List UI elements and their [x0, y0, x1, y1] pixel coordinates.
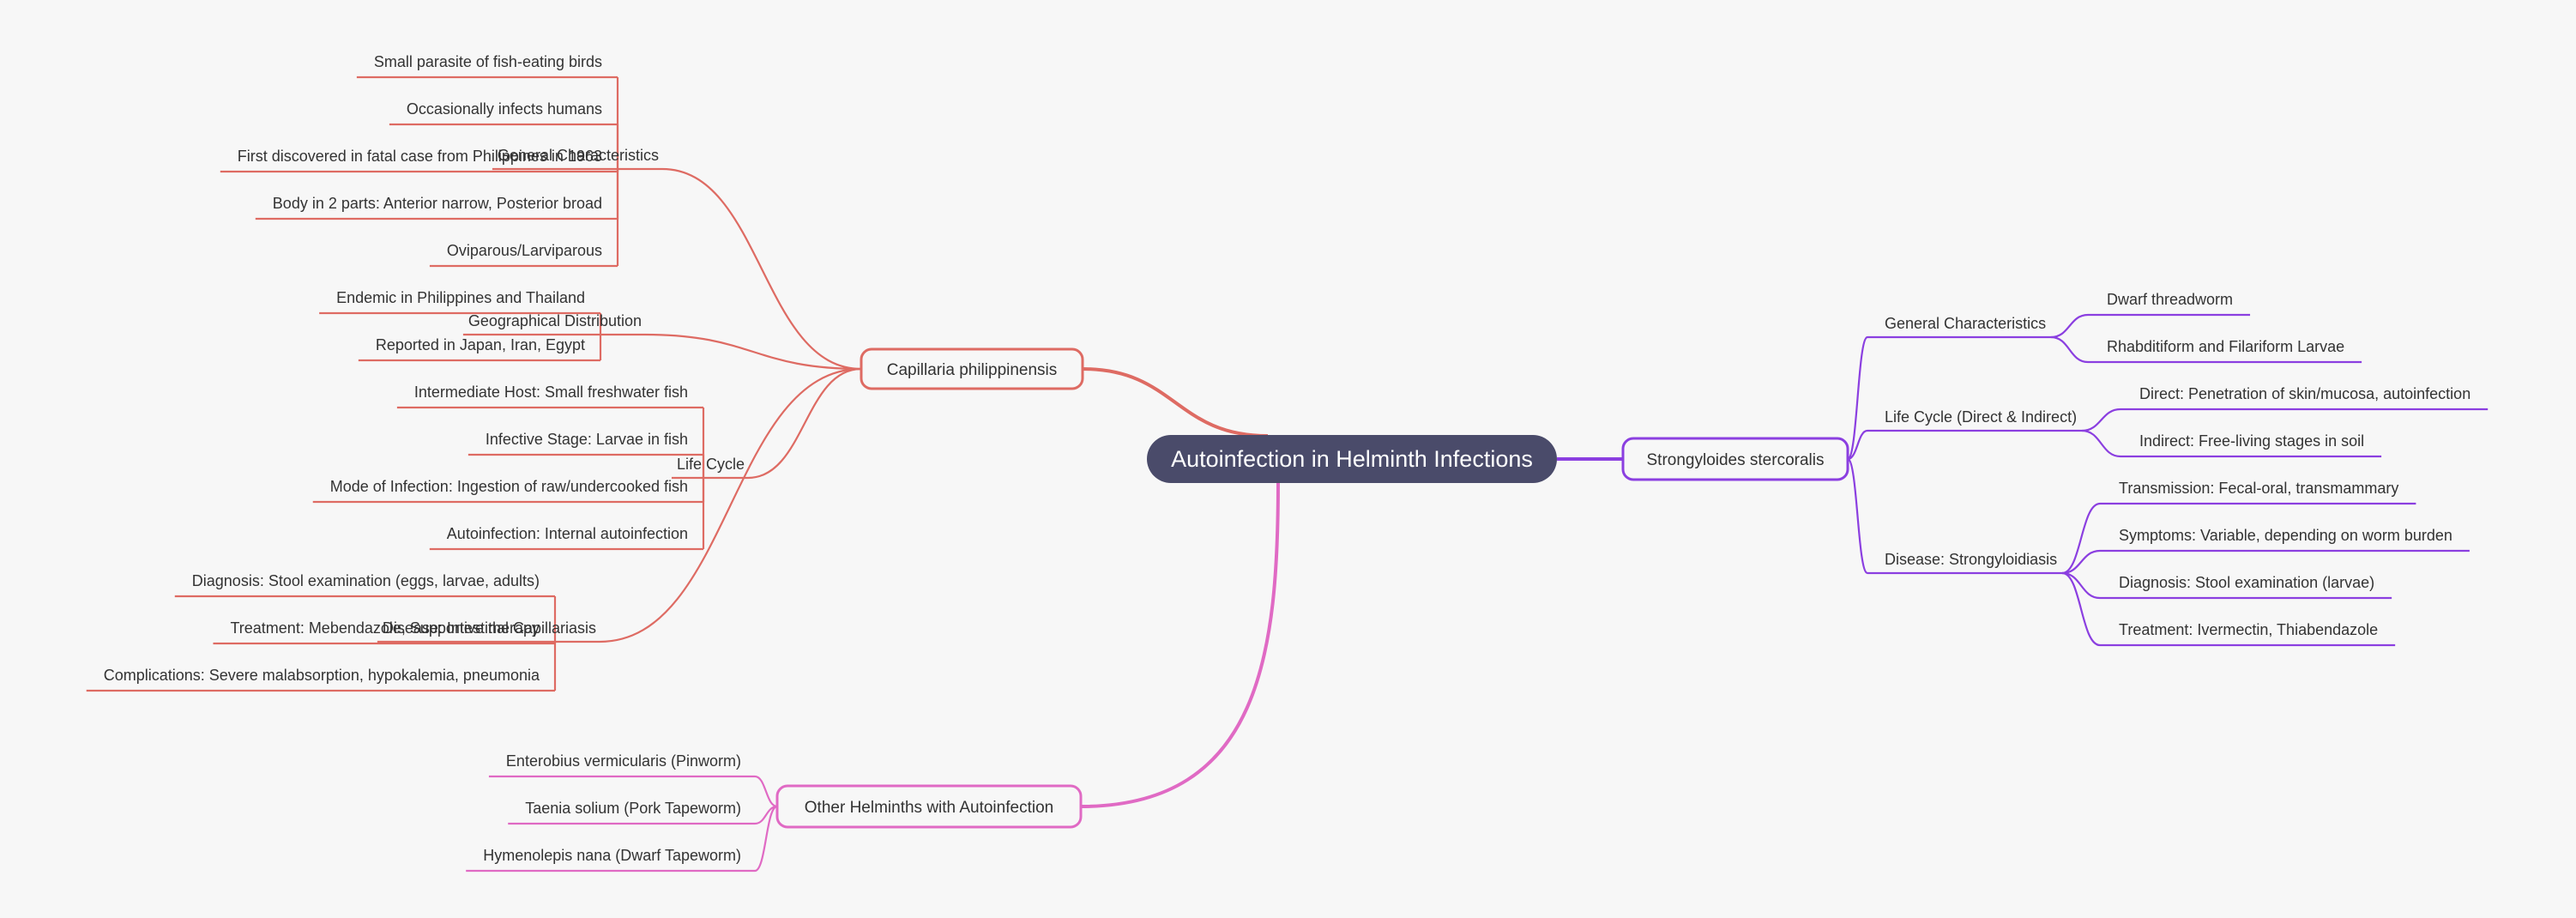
leaf-label: Symptoms: Variable, depending on worm bu…: [2119, 527, 2452, 544]
leaf-label: Diagnosis: Stool examination (eggs, larv…: [192, 572, 540, 589]
leaf-label: Oviparous/Larviparous: [447, 242, 602, 259]
subtopic-connector: [644, 333, 862, 371]
leaf-connector: [2062, 549, 2101, 575]
leaf-label: First discovered in fatal case from Phil…: [238, 148, 602, 165]
leaf-label: Dwarf threadworm: [2107, 291, 2233, 308]
leaf-label: Complications: Severe malabsorption, hyp…: [104, 667, 540, 684]
leaf-label: Reported in Japan, Iran, Egypt: [376, 336, 585, 353]
root-link-capillaria: [1082, 367, 1269, 438]
subtopic-label: Life Cycle (Direct & Indirect): [1885, 408, 2077, 426]
leaf-connector: [2081, 408, 2121, 432]
subtopic-connector: [661, 167, 862, 371]
leaf-label: Infective Stage: Larvae in fish: [486, 431, 688, 448]
leaf-connector: [2081, 429, 2121, 458]
leaf-label: Mode of Infection: Ingestion of raw/unde…: [330, 478, 688, 495]
node-labels: General Characteristics Small parasite of…: [104, 53, 2470, 864]
leaf-label: Taenia solium (Pork Tapeworm): [525, 800, 741, 817]
subtopic-connector: [747, 367, 862, 480]
leaf-connector: [2050, 313, 2089, 339]
subtopic-label: Disease: Intestinal Capillariasis: [383, 619, 596, 637]
root-node-title: Autoinfection in Helminth Infections: [1171, 446, 1533, 472]
leaf-label: Autoinfection: Internal autoinfection: [447, 525, 688, 542]
subtopic-label: General Characteristics: [498, 147, 659, 164]
leaf-label: Rhabditiform and Filariform Larvae: [2107, 338, 2344, 355]
connector-lines: [86, 75, 2489, 873]
leaf-connector: [754, 775, 778, 808]
leaf-label: Intermediate Host: Small freshwater fish: [414, 384, 688, 401]
leaf-connector: [2061, 502, 2101, 575]
leaf-label: Hymenolepis nana (Dwarf Tapeworm): [483, 847, 741, 864]
subtopic-label: Geographical Distribution: [468, 312, 642, 329]
leaf-connector: [2050, 335, 2089, 364]
subtopic-label: General Characteristics: [1885, 315, 2046, 332]
root-link-others: [1080, 480, 1280, 808]
subtopic-connector: [599, 367, 862, 643]
branch-box-capillaria[interactable]: [860, 347, 1084, 390]
leaf-label: Treatment: Mebendazole, Supportive thera…: [230, 619, 540, 637]
leaf-label: Diagnosis: Stool examination (larvae): [2119, 574, 2374, 591]
subtopic-label: Disease: Strongyloidiasis: [1885, 551, 2057, 568]
root-node-box[interactable]: [1147, 435, 1557, 483]
branch-box-others[interactable]: [775, 784, 1083, 829]
root-node[interactable]: Autoinfection in Helminth Infections: [1147, 435, 1557, 483]
branch-label-strongyloides: Strongyloides stercoralis: [1647, 451, 1825, 469]
leaf-label: Transmission: Fecal-oral, transmammary: [2119, 480, 2398, 497]
leaf-label: Endemic in Philippines and Thailand: [336, 289, 585, 306]
branch-label-capillaria: Capillaria philippinensis: [887, 361, 1058, 379]
branch-label-others: Other Helminths with Autoinfection: [805, 799, 1053, 817]
leaf-label: Direct: Penetration of skin/mucosa, auto…: [2139, 385, 2470, 402]
subtopic-connector: [1846, 335, 1869, 461]
leaf-label: Enterobius vermicularis (Pinworm): [506, 752, 741, 770]
branch-box-strongyloides[interactable]: [1621, 437, 1849, 481]
leaf-label: Small parasite of fish-eating birds: [374, 53, 602, 70]
leaf-label: Body in 2 parts: Anterior narrow, Poster…: [273, 195, 602, 212]
leaf-connector: [2061, 571, 2101, 647]
leaf-connector: [754, 805, 778, 873]
leaf-label: Treatment: Ivermectin, Thiabendazole: [2119, 621, 2378, 638]
subtopic-connector: [1846, 457, 1869, 575]
subtopic-label: Life Cycle: [677, 456, 745, 473]
leaf-label: Indirect: Free-living stages in soil: [2139, 432, 2364, 450]
subtopic-connector: [1847, 429, 1868, 461]
leaf-label: Occasionally infects humans: [407, 100, 602, 118]
